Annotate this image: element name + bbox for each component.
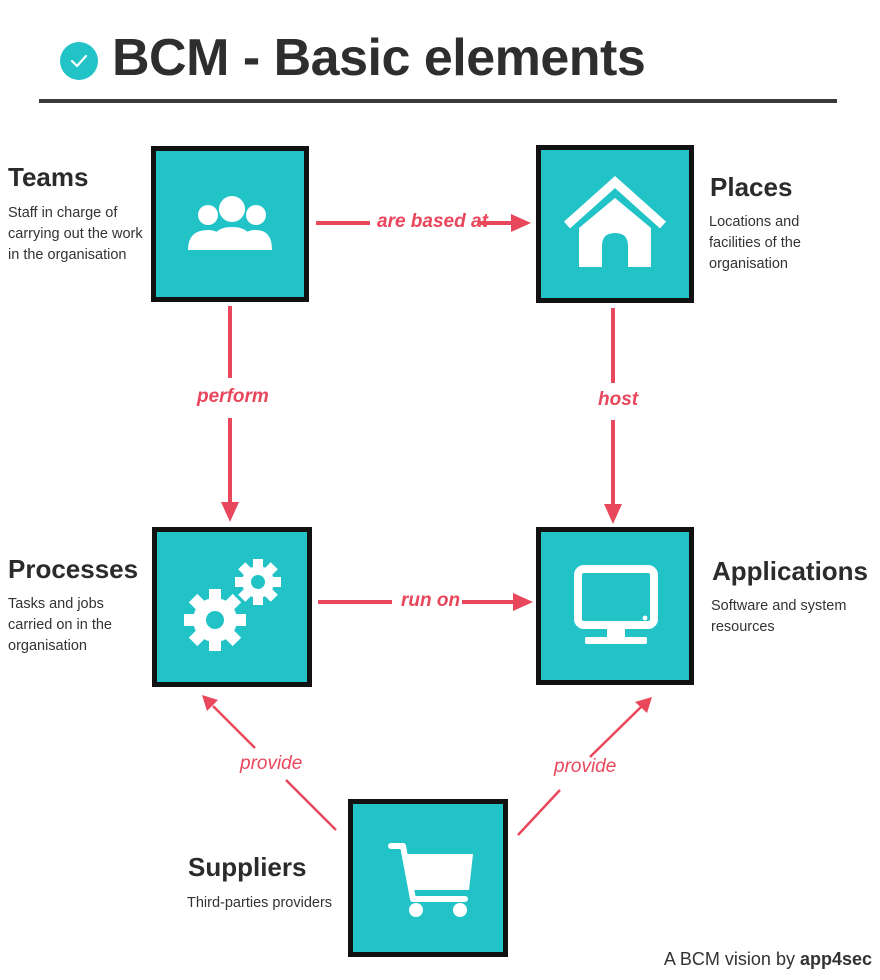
teams-description: Staff in charge of carrying out the work… — [8, 205, 143, 263]
title-divider — [39, 99, 837, 103]
applications-title: Applications — [712, 556, 869, 586]
teams-node — [151, 146, 309, 302]
arrow-suppliers-processes-upper — [212, 705, 256, 749]
applications-description: Software and system resources — [711, 598, 847, 635]
credit-prefix: A BCM vision by — [663, 949, 800, 969]
places-description: Locations and facilities of the organisa… — [709, 214, 801, 272]
cart-icon — [388, 843, 473, 917]
places-title: Places — [710, 172, 793, 202]
edge-label-processes-applications: run on — [401, 590, 461, 611]
teams-title: Teams — [8, 162, 89, 192]
processes-node — [152, 527, 312, 687]
suppliers-description: Third-parties providers — [187, 895, 333, 911]
processes-title: Processes — [8, 554, 139, 584]
arrowhead-applications-side — [513, 593, 533, 611]
edge-label-teams-processes: perform — [197, 386, 269, 407]
arrowhead-places — [511, 214, 531, 232]
arrowhead-processes — [221, 502, 239, 522]
arrowhead-applications-top — [604, 504, 622, 524]
applications-node — [536, 527, 694, 685]
edge-label-suppliers-applications: provide — [554, 756, 617, 777]
people-icon — [188, 196, 272, 250]
house-icon — [563, 175, 667, 267]
gears-icon — [184, 559, 281, 651]
check-circle-icon — [60, 42, 98, 80]
arrow-suppliers-applications-lower — [517, 789, 561, 836]
suppliers-node — [348, 799, 508, 957]
monitor-icon — [574, 565, 658, 644]
processes-description: Tasks and jobs carried on in the organis… — [8, 596, 112, 654]
edge-label-teams-places: are based at — [377, 211, 488, 232]
arrow-suppliers-processes-lower — [285, 779, 337, 831]
arrowhead-processes-lower — [202, 695, 218, 711]
credit-line: A BCM vision by app4sec — [664, 949, 872, 970]
arrowhead-applications-lower — [635, 697, 652, 713]
places-node — [536, 145, 694, 303]
edge-label-suppliers-processes: provide — [240, 753, 303, 774]
suppliers-title: Suppliers — [188, 852, 307, 882]
page-title: BCM - Basic elements — [112, 29, 646, 87]
edge-label-places-applications: host — [598, 389, 639, 410]
arrow-suppliers-applications-upper — [589, 705, 643, 758]
credit-brand: app4sec — [799, 949, 872, 969]
